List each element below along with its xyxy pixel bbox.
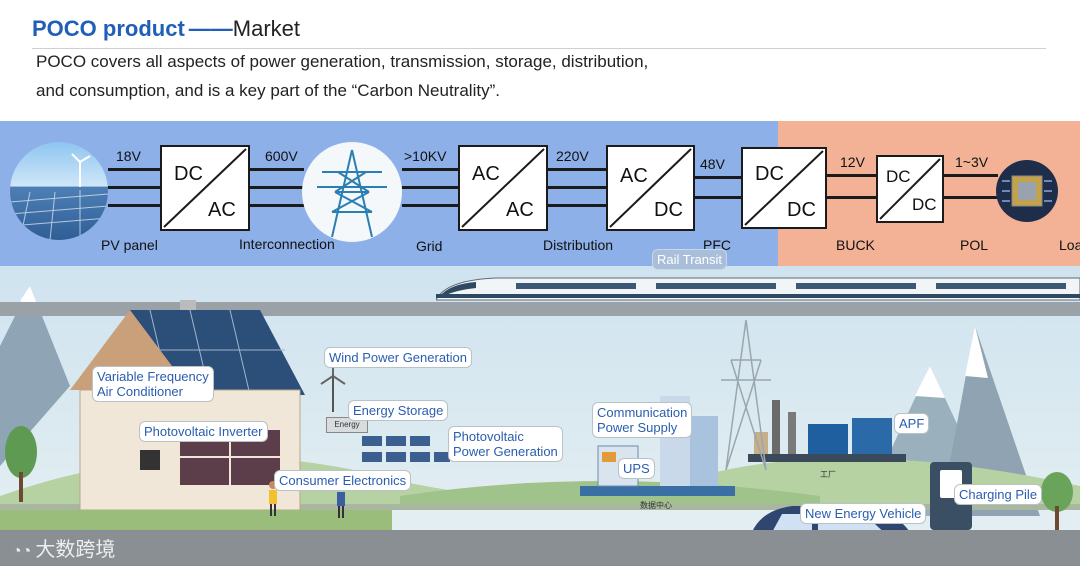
title-dash: —— bbox=[188, 16, 233, 41]
tag-rail-transit: Rail Transit bbox=[652, 249, 728, 270]
lawn bbox=[0, 510, 392, 530]
voltage-600v: 600V bbox=[265, 148, 298, 164]
tag-pv-inverter: Photovoltaic Inverter bbox=[139, 421, 268, 442]
tag-charging-pile: Charging Pile bbox=[954, 484, 1043, 505]
tag-consumer-electronics: Consumer Electronics bbox=[274, 470, 412, 491]
converter-2-input: AC bbox=[472, 163, 500, 185]
title-brand: POCO product bbox=[32, 16, 185, 41]
voltage-12v: 12V bbox=[840, 154, 865, 170]
stage-load: Load bbox=[1059, 237, 1080, 253]
tag-new-energy-vehicle: New Energy Vehicle bbox=[800, 503, 927, 524]
voltage-220v: 220V bbox=[556, 148, 589, 164]
tag-communication-power: Communication Power Supply bbox=[592, 402, 693, 438]
converter-3-input: AC bbox=[620, 165, 648, 187]
tree-icon bbox=[4, 422, 38, 502]
stage-pv-panel: PV panel bbox=[101, 237, 158, 253]
voltage-1-3v: 1~3V bbox=[955, 154, 989, 170]
factory-illustration bbox=[748, 394, 908, 466]
tag-energy-storage: Energy Storage bbox=[348, 400, 449, 421]
power-pylon-icon bbox=[716, 319, 776, 471]
tree-icon-right bbox=[1040, 470, 1074, 530]
converter-dc-dc-1: DC DC bbox=[741, 147, 827, 229]
tag-apf: APF bbox=[894, 413, 930, 434]
data-center-label: 数据中心 bbox=[640, 501, 672, 510]
watermark-text: 大数跨境 bbox=[35, 539, 116, 561]
stage-grid: Grid bbox=[416, 238, 443, 254]
title-topic: Market bbox=[232, 16, 301, 41]
energy-storage-box: Energy bbox=[326, 417, 368, 433]
tag-ups: UPS bbox=[618, 458, 655, 479]
tag-pv-generation: Photovoltaic Power Generation bbox=[448, 426, 563, 462]
solar-field-icon bbox=[362, 436, 452, 466]
voltage-10kv: >10KV bbox=[404, 148, 447, 164]
description-line-1: POCO covers all aspects of power generat… bbox=[36, 52, 649, 71]
converter-dc-dc-2: DC DC bbox=[876, 155, 944, 223]
converter-4-output: DC bbox=[787, 199, 816, 221]
header-divider bbox=[32, 48, 1046, 49]
slide-title: POCO product——Market bbox=[32, 16, 300, 42]
converter-ac-dc: AC DC bbox=[606, 145, 695, 231]
stage-interconnection: Interconnection bbox=[239, 236, 335, 252]
converter-4-input: DC bbox=[755, 163, 784, 185]
stage-distribution: Distribution bbox=[543, 237, 614, 253]
rail-bridge bbox=[0, 302, 1080, 316]
watermark-logo-icon: ◔◔ bbox=[12, 543, 32, 560]
voltage-18v: 18V bbox=[116, 148, 141, 164]
converter-1-input: DC bbox=[174, 163, 203, 185]
tag-air-conditioner: Variable Frequency Air Conditioner bbox=[92, 366, 214, 402]
converter-5-input: DC bbox=[886, 167, 911, 186]
stage-pol: POL bbox=[960, 237, 989, 253]
stage-buck: BUCK bbox=[836, 237, 875, 253]
converter-5-output: DC bbox=[912, 195, 937, 214]
watermark: ◔◔大数跨境 bbox=[12, 533, 115, 562]
tag-wind-power: Wind Power Generation bbox=[324, 347, 473, 368]
voltage-48v: 48V bbox=[700, 156, 725, 172]
road bbox=[0, 530, 1080, 566]
converter-dc-ac: DC AC bbox=[160, 145, 250, 231]
pv-panel-image bbox=[10, 142, 108, 240]
chip-image bbox=[996, 160, 1058, 222]
description-line-2: and consumption, and is a key part of th… bbox=[36, 81, 500, 100]
high-speed-train bbox=[435, 276, 1080, 302]
stage-load-clip: Load bbox=[1059, 237, 1080, 255]
converter-1-output: AC bbox=[208, 199, 236, 221]
wind-turbine-icon bbox=[318, 362, 348, 412]
converter-ac-ac: AC AC bbox=[458, 145, 548, 231]
converter-2-output: AC bbox=[506, 199, 534, 221]
converter-3-output: DC bbox=[654, 199, 683, 221]
factory-label: 工厂 bbox=[820, 470, 836, 479]
transmission-tower-image bbox=[302, 142, 402, 242]
